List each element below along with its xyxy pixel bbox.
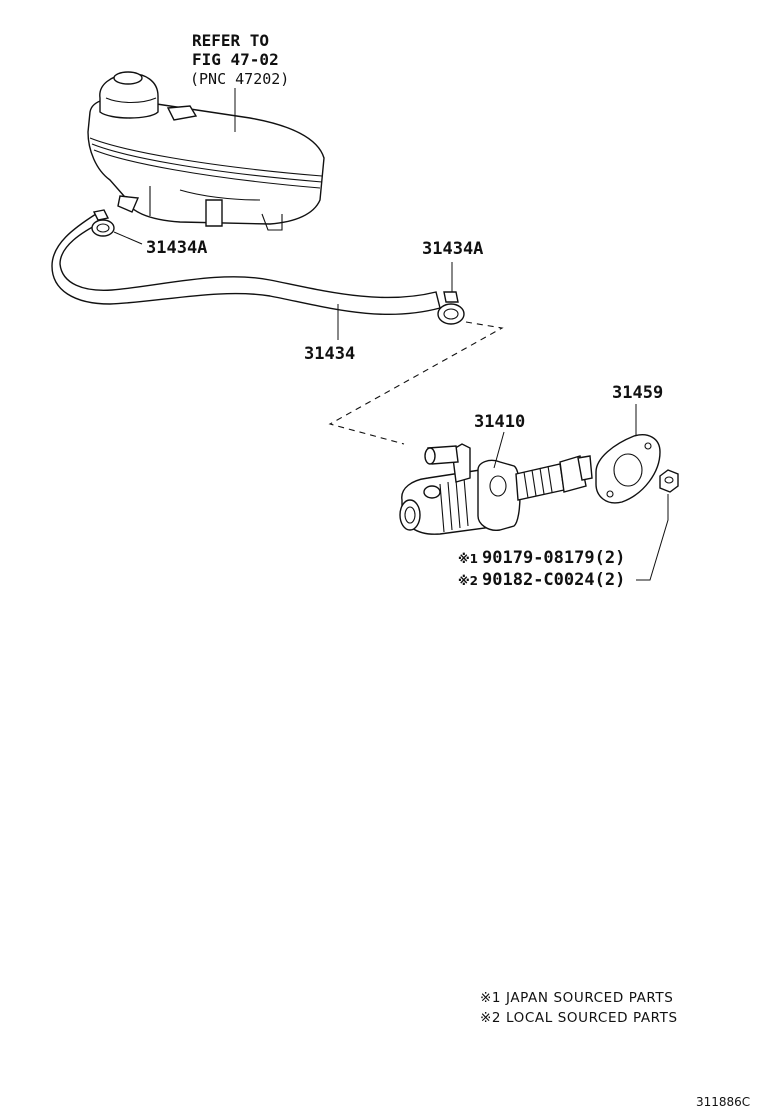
legend-japan-sourced: ※1 JAPAN SOURCED PARTS: [480, 990, 673, 1006]
cylinder-leader: [493, 431, 505, 469]
reference-note-line-3: (PNC 47202): [190, 70, 289, 88]
cylinder-gasket: [595, 434, 661, 504]
nut-japan-number: 90179-08179(2): [482, 548, 625, 568]
connection-dashed-line: [328, 321, 504, 445]
hose-label: 31434: [304, 344, 355, 364]
flange-nut: [659, 469, 679, 493]
nut-japan-label: ※1 90179-08179(2): [458, 548, 625, 568]
hose-clamp-lower: [437, 291, 465, 325]
brake-reservoir-tank: [87, 71, 325, 231]
hose-clamp-upper: [91, 209, 115, 237]
cylinder-label: 31410: [474, 412, 525, 432]
nut-local-number: 90182-C0024(2): [482, 570, 625, 590]
legend-local-sourced: ※2 LOCAL SOURCED PARTS: [480, 1010, 678, 1026]
nut-local-label: ※2 90182-C0024(2): [458, 570, 625, 590]
figure-code: 311886C: [696, 1095, 750, 1109]
clamp-lower-label: 31434A: [422, 239, 483, 259]
clamp-upper-leader: [113, 231, 143, 245]
nut-japan-mark: ※1: [458, 552, 478, 566]
clamp-upper-label: 31434A: [146, 238, 207, 258]
clutch-master-cylinder: [399, 443, 593, 535]
gasket-label: 31459: [612, 383, 663, 403]
reference-note-line-1: REFER TO: [192, 31, 269, 50]
reference-note-line-2: FIG 47-02: [192, 50, 279, 69]
nut-leader: [636, 494, 669, 581]
nut-local-mark: ※2: [458, 574, 478, 588]
